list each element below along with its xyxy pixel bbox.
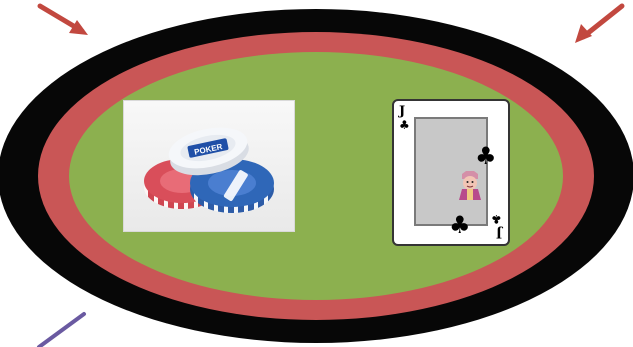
card-rank-bottom: J — [496, 226, 502, 239]
bottom-left-arrow-icon — [39, 314, 84, 347]
poker-chips-icon: POKER — [124, 101, 295, 232]
card-face-panel: ♣ ♣ — [414, 117, 488, 226]
card-rank-top: J — [399, 105, 405, 118]
club-icon-top-right: ♣ — [475, 144, 497, 168]
playing-card: J ♣ ♣ ♣ ♣ J — [392, 99, 510, 246]
top-right-arrow-icon — [575, 6, 622, 43]
card-suit-bottom-icon: ♣ — [491, 213, 502, 225]
top-left-arrow-icon — [40, 6, 88, 35]
card-suit-top-icon: ♣ — [399, 119, 410, 131]
club-icon-bottom-left: ♣ — [449, 213, 471, 237]
poker-chips-photo: POKER — [123, 100, 295, 232]
jack-face-icon — [454, 169, 486, 203]
